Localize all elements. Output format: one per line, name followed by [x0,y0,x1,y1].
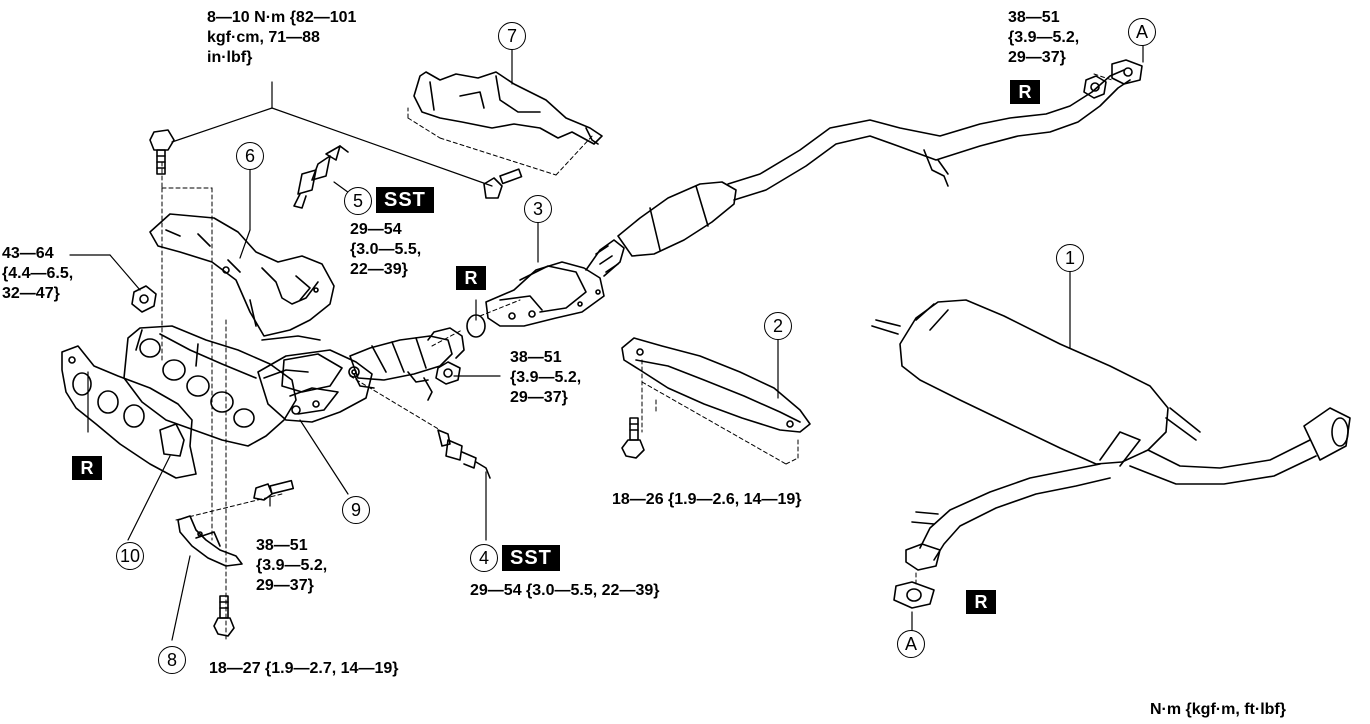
callout-a-bottom: A [897,630,925,658]
gasket-ring [466,314,486,338]
heat-insulator-7 [413,71,603,145]
main-silencer-1 [871,299,1351,571]
heat-insulator-6 [149,213,335,337]
center-pipe [617,59,1143,257]
callout-1: 1 [1056,244,1084,272]
sst-tag-sensor-4: SST [502,545,560,571]
callout-7: 7 [498,22,526,50]
bolt-heat-insulator-right [483,168,523,199]
torque-heat-insulator: 8—10 N·m {82—101 kgf·cm, 71—88 in·lbf} [207,9,357,66]
bolt-bracket-lower [213,595,235,637]
torque-sensor-5: 29—54 {3.0—5.5, 22—39} [350,221,422,278]
r-tag-gasket: R [72,456,102,480]
torque-flange-center: 38—51 {3.9—5.2, 29—37} [510,349,582,406]
callout-6: 6 [236,142,264,170]
callout-2: 2 [764,312,792,340]
oxygen-sensor-5 [293,145,349,209]
torque-manifold-nut: 43—64 {4.4—6.5, 32—47} [2,245,74,302]
torque-bracket-bolt: 38—51 {3.9—5.2, 29—37} [256,537,328,594]
manifold-gasket [61,345,197,479]
flange-nut-center [435,361,461,385]
r-tag-top-right: R [1010,80,1040,104]
bracket-8 [177,515,243,567]
callout-9: 9 [342,496,370,524]
callout-5: 5 [344,187,372,215]
bolt-bracket [253,479,295,501]
torque-member: 18—26 {1.9—2.6, 14—19} [612,491,802,508]
leader-lines [69,45,1144,641]
oxygen-sensor-4 [437,429,491,479]
torque-pipe-joint-top: 38—51 {3.9—5.2, 29—37} [1008,9,1080,66]
gasket-bottom [893,581,935,609]
nut-top-right [1083,75,1107,99]
callout-4: 4 [470,544,498,572]
r-tag-bottom: R [966,590,996,614]
callout-10: 10 [116,542,144,570]
torque-sensor-4: 29—54 {3.0—5.5, 22—39} [470,582,660,599]
callout-3: 3 [524,195,552,223]
catalytic-converter-3 [485,239,625,327]
torque-bracket-lower: 18—27 {1.9—2.7, 14—19} [209,660,399,677]
front-pipe [348,327,465,401]
exhaust-manifold-10 [123,325,309,447]
r-tag-center: R [456,266,486,290]
units-legend: N·m {kgf·m, ft·lbf} [1150,701,1286,718]
bolt-heat-insulator-left [149,129,175,175]
warmup-converter [257,335,373,423]
manifold-nut [131,285,157,313]
support-member-2 [621,337,811,433]
bolt-member [621,417,645,459]
callout-8: 8 [158,646,186,674]
callout-a-top: A [1128,18,1156,46]
sst-tag-sensor-5: SST [376,187,434,213]
